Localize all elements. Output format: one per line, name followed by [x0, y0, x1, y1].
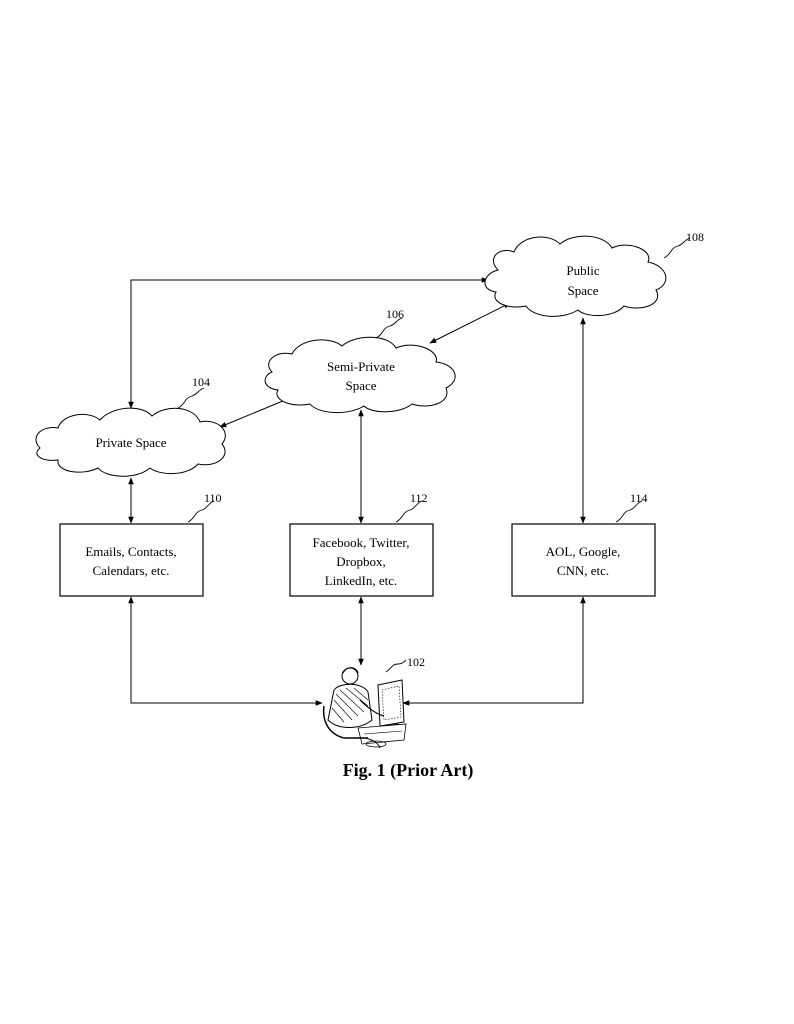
box114-line2: CNN, etc.	[557, 563, 609, 578]
leader-104	[177, 387, 205, 409]
box114-line1: AOL, Google,	[546, 544, 621, 559]
connector-semiprivate-public	[429, 302, 511, 344]
ref-106: 106	[386, 307, 404, 321]
box110-line2: Calendars, etc.	[93, 563, 170, 578]
cloud-public-line1: Public	[566, 263, 599, 278]
box-social-services: Facebook, Twitter, Dropbox, LinkedIn, et…	[289, 491, 434, 597]
cloud-public-line2: Space	[567, 283, 598, 298]
connector-private-semiprivate	[219, 397, 291, 428]
leader-106	[375, 317, 403, 339]
cloud-semiprivate-line1: Semi-Private	[327, 359, 395, 374]
ref-104: 104	[192, 375, 210, 389]
connector-box110-user	[128, 596, 323, 706]
connector-box114-user	[402, 596, 586, 706]
ref-112: 112	[410, 491, 428, 505]
leader-110	[187, 500, 215, 523]
cloud-semi-private-space: Semi-Private Space 106	[264, 307, 456, 413]
connector-private-public	[128, 277, 489, 409]
leader-102	[385, 659, 407, 673]
box112-line3: LinkedIn, etc.	[325, 573, 398, 588]
leader-112	[395, 500, 423, 523]
cloud-semiprivate-line2: Space	[345, 378, 376, 393]
cloud-private-space: Private Space 104	[35, 375, 226, 477]
ref-110: 110	[204, 491, 222, 505]
box110-line1: Emails, Contacts,	[85, 544, 176, 559]
ref-114: 114	[630, 491, 648, 505]
box-public-services: AOL, Google, CNN, etc. 114	[511, 491, 656, 597]
cloud-public-space: Public Space 108	[484, 230, 704, 317]
leader-114	[615, 500, 643, 523]
connectors	[128, 277, 586, 706]
box112-line2: Dropbox,	[336, 554, 385, 569]
leader-108	[663, 237, 691, 259]
ref-108: 108	[686, 230, 704, 244]
figure-caption: Fig. 1 (Prior Art)	[343, 760, 474, 781]
cloud-private-label: Private Space	[95, 435, 166, 450]
box-private-services: Emails, Contacts, Calendars, etc. 110	[59, 491, 222, 597]
user-at-computer-icon	[322, 667, 407, 749]
ref-102: 102	[407, 655, 425, 669]
box112-line1: Facebook, Twitter,	[313, 535, 410, 550]
